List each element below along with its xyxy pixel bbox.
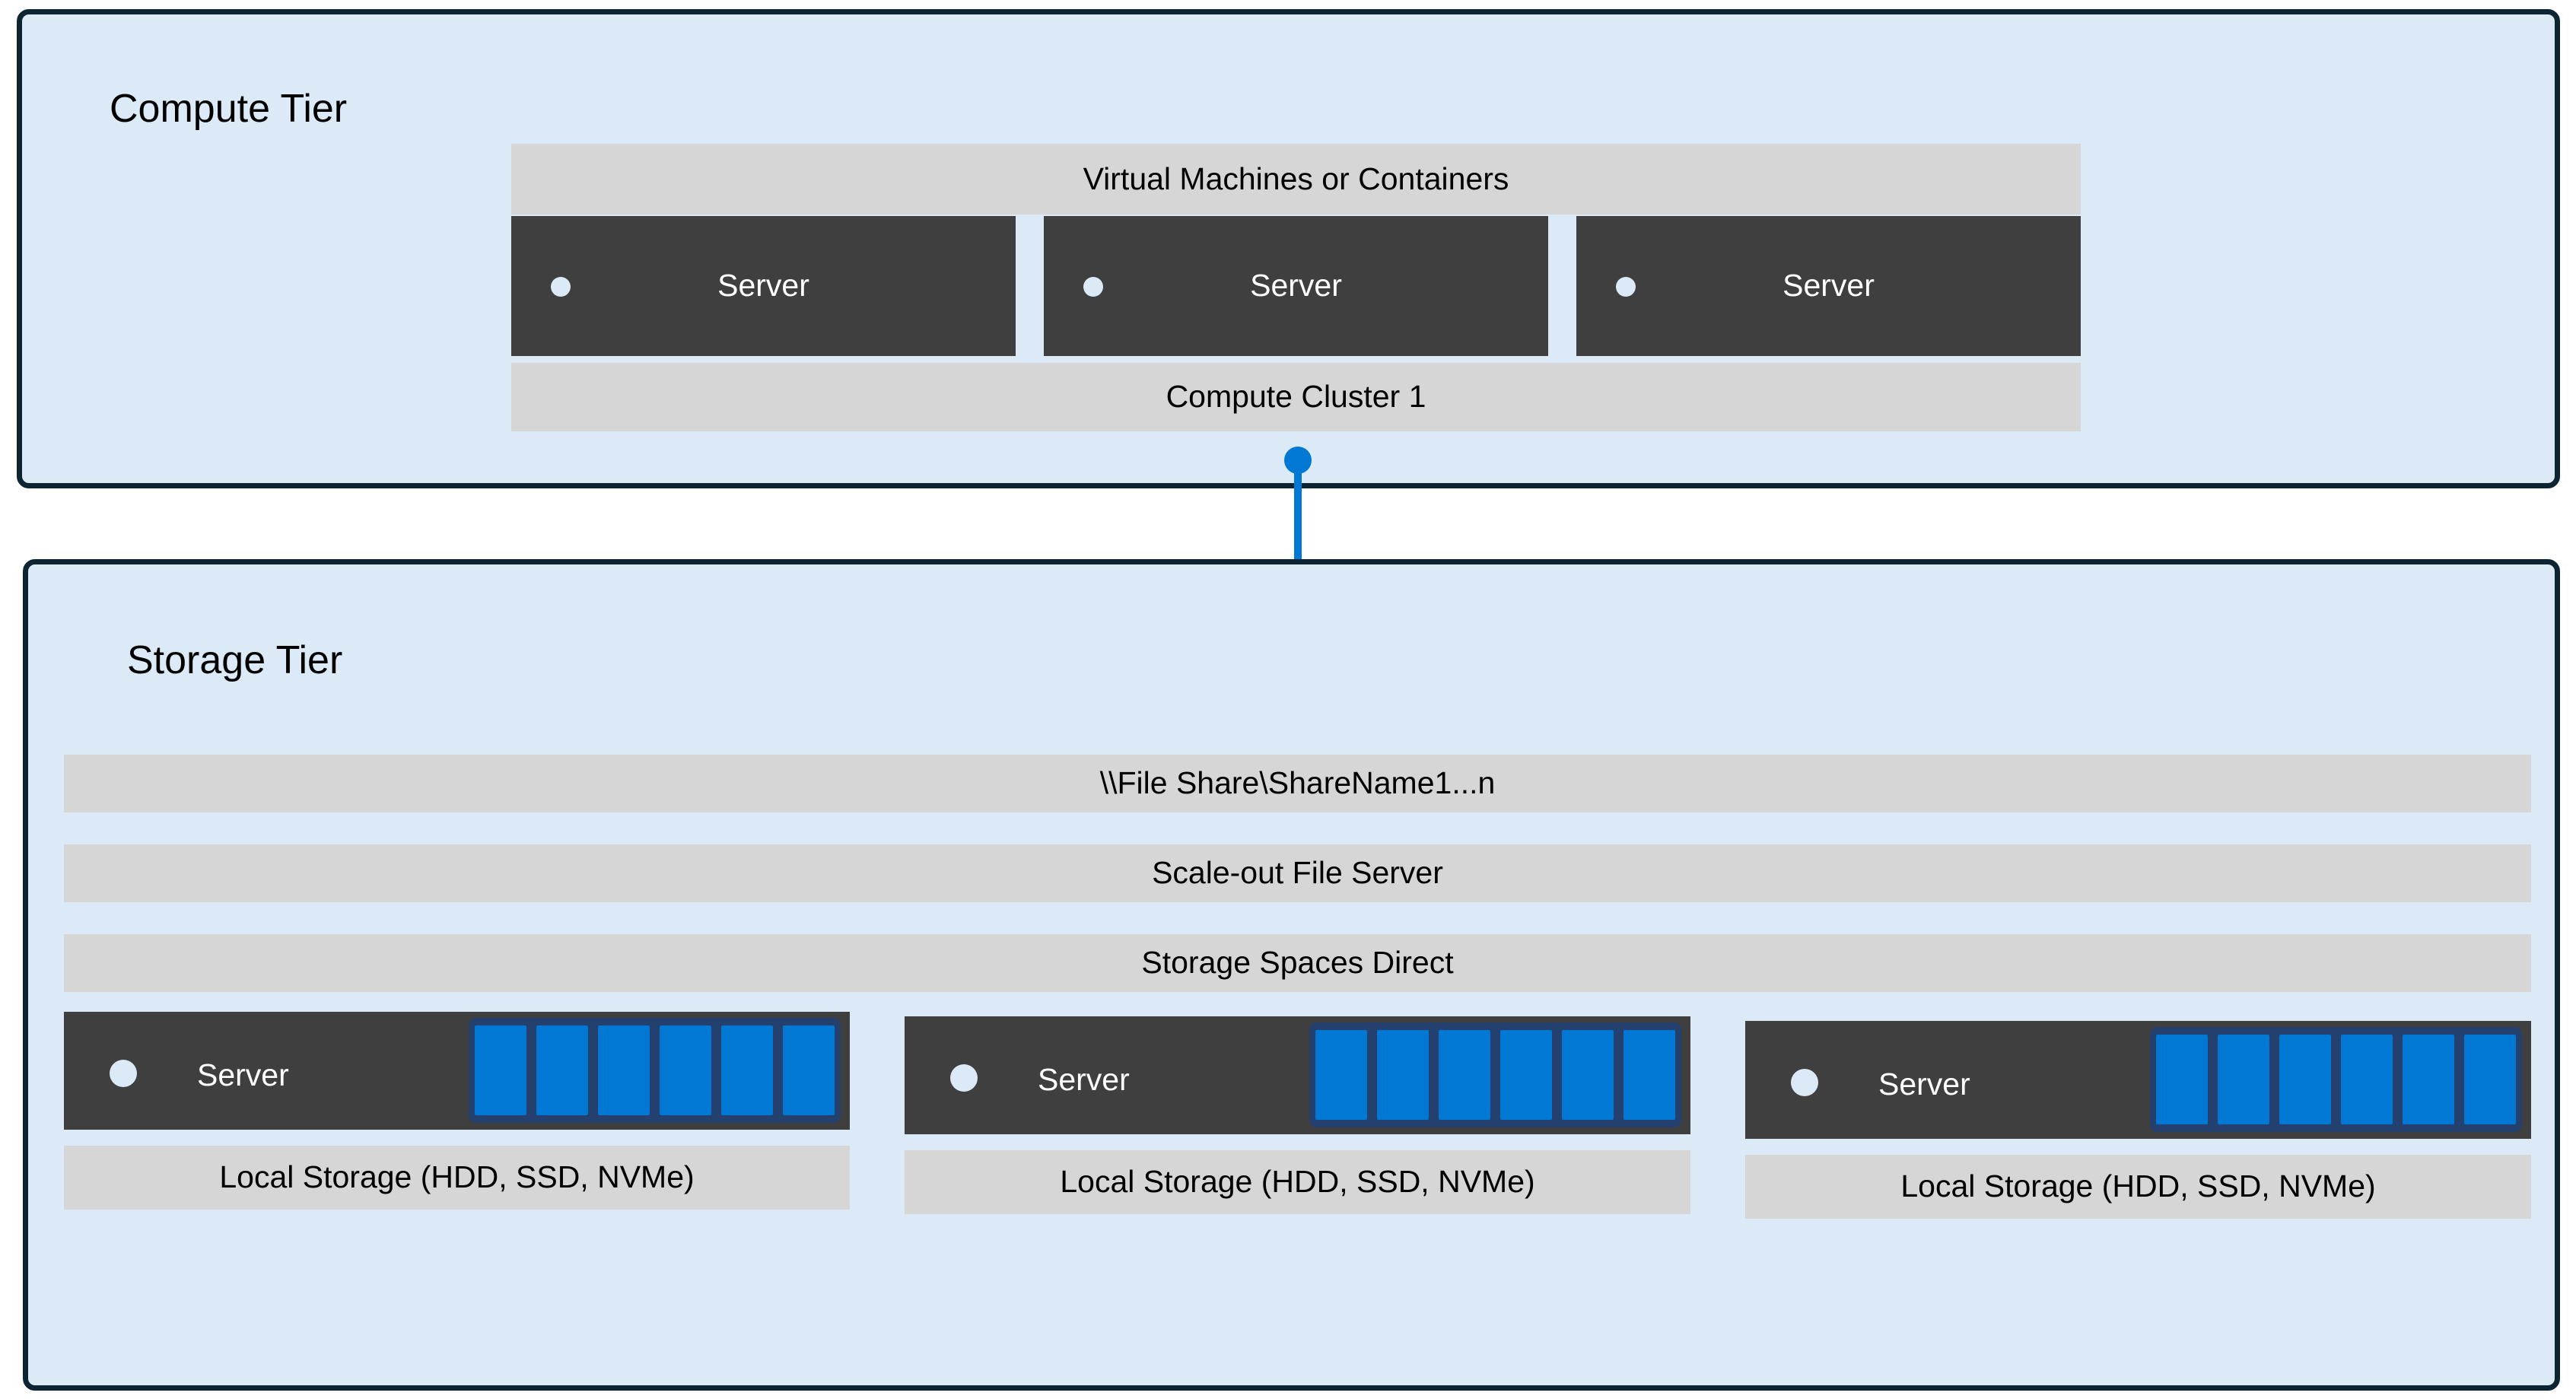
disk-icon bbox=[2218, 1035, 2269, 1124]
storage-server-label: Server bbox=[197, 1057, 289, 1092]
disk-icon bbox=[2156, 1035, 2208, 1124]
disk-icon bbox=[536, 1025, 588, 1115]
storage-tier-panel: Storage Tier \\File Share\ShareName1...n… bbox=[23, 559, 2560, 1391]
scale-out-file-server-bar: Scale-out File Server bbox=[64, 844, 2531, 902]
storage-server-node[interactable]: Server bbox=[1745, 1021, 2531, 1139]
compute-server-node[interactable]: Server bbox=[1576, 216, 2081, 356]
storage-server-node[interactable]: Server bbox=[905, 1016, 1690, 1134]
virtual-machines-bar: Virtual Machines or Containers bbox=[511, 144, 2081, 215]
status-dot-icon bbox=[110, 1060, 137, 1087]
disk-icon bbox=[598, 1025, 650, 1115]
compute-tier-panel: Compute Tier Virtual Machines or Contain… bbox=[17, 9, 2560, 488]
compute-server-label: Server bbox=[717, 268, 809, 303]
compute-tier-title: Compute Tier bbox=[110, 87, 348, 131]
disk-icon bbox=[2464, 1035, 2516, 1124]
disk-icon bbox=[2279, 1035, 2331, 1124]
connector-line bbox=[1294, 454, 1302, 615]
status-dot-icon bbox=[950, 1064, 978, 1092]
compute-server-node[interactable]: Server bbox=[1044, 216, 1548, 356]
storage-server-node[interactable]: Server bbox=[64, 1012, 850, 1130]
disk-icon bbox=[475, 1025, 526, 1115]
status-dot-icon bbox=[1083, 277, 1103, 297]
disk-icon bbox=[783, 1025, 835, 1115]
local-storage-bar: Local Storage (HDD, SSD, NVMe) bbox=[905, 1150, 1690, 1214]
disk-icon bbox=[1315, 1030, 1367, 1120]
disk-icon bbox=[1624, 1030, 1675, 1120]
storage-server-label: Server bbox=[1878, 1067, 1970, 1102]
disk-icon bbox=[1562, 1030, 1614, 1120]
file-share-bar: \\File Share\ShareName1...n bbox=[64, 755, 2531, 812]
compute-server-label: Server bbox=[1250, 268, 1342, 303]
disk-array bbox=[469, 1018, 841, 1123]
status-dot-icon bbox=[1616, 277, 1636, 297]
storage-server-label: Server bbox=[1038, 1062, 1130, 1097]
storage-tier-title: Storage Tier bbox=[127, 638, 343, 682]
compute-server-node[interactable]: Server bbox=[511, 216, 1016, 356]
disk-icon bbox=[2341, 1035, 2393, 1124]
storage-spaces-direct-bar: Storage Spaces Direct bbox=[64, 934, 2531, 992]
disk-icon bbox=[1377, 1030, 1429, 1120]
local-storage-bar: Local Storage (HDD, SSD, NVMe) bbox=[64, 1146, 850, 1210]
compute-server-label: Server bbox=[1783, 268, 1875, 303]
disk-icon bbox=[1500, 1030, 1552, 1120]
disk-array bbox=[1309, 1022, 1681, 1127]
compute-cluster-group: Virtual Machines or Containers Server Se… bbox=[511, 144, 2081, 431]
disk-icon bbox=[721, 1025, 773, 1115]
status-dot-icon bbox=[551, 277, 571, 297]
status-dot-icon bbox=[1791, 1069, 1818, 1096]
local-storage-bar: Local Storage (HDD, SSD, NVMe) bbox=[1745, 1155, 2531, 1219]
compute-cluster-bar: Compute Cluster 1 bbox=[511, 363, 2081, 431]
disk-icon bbox=[1439, 1030, 1490, 1120]
disk-icon bbox=[660, 1025, 711, 1115]
disk-array bbox=[2150, 1027, 2522, 1132]
disk-icon bbox=[2403, 1035, 2454, 1124]
